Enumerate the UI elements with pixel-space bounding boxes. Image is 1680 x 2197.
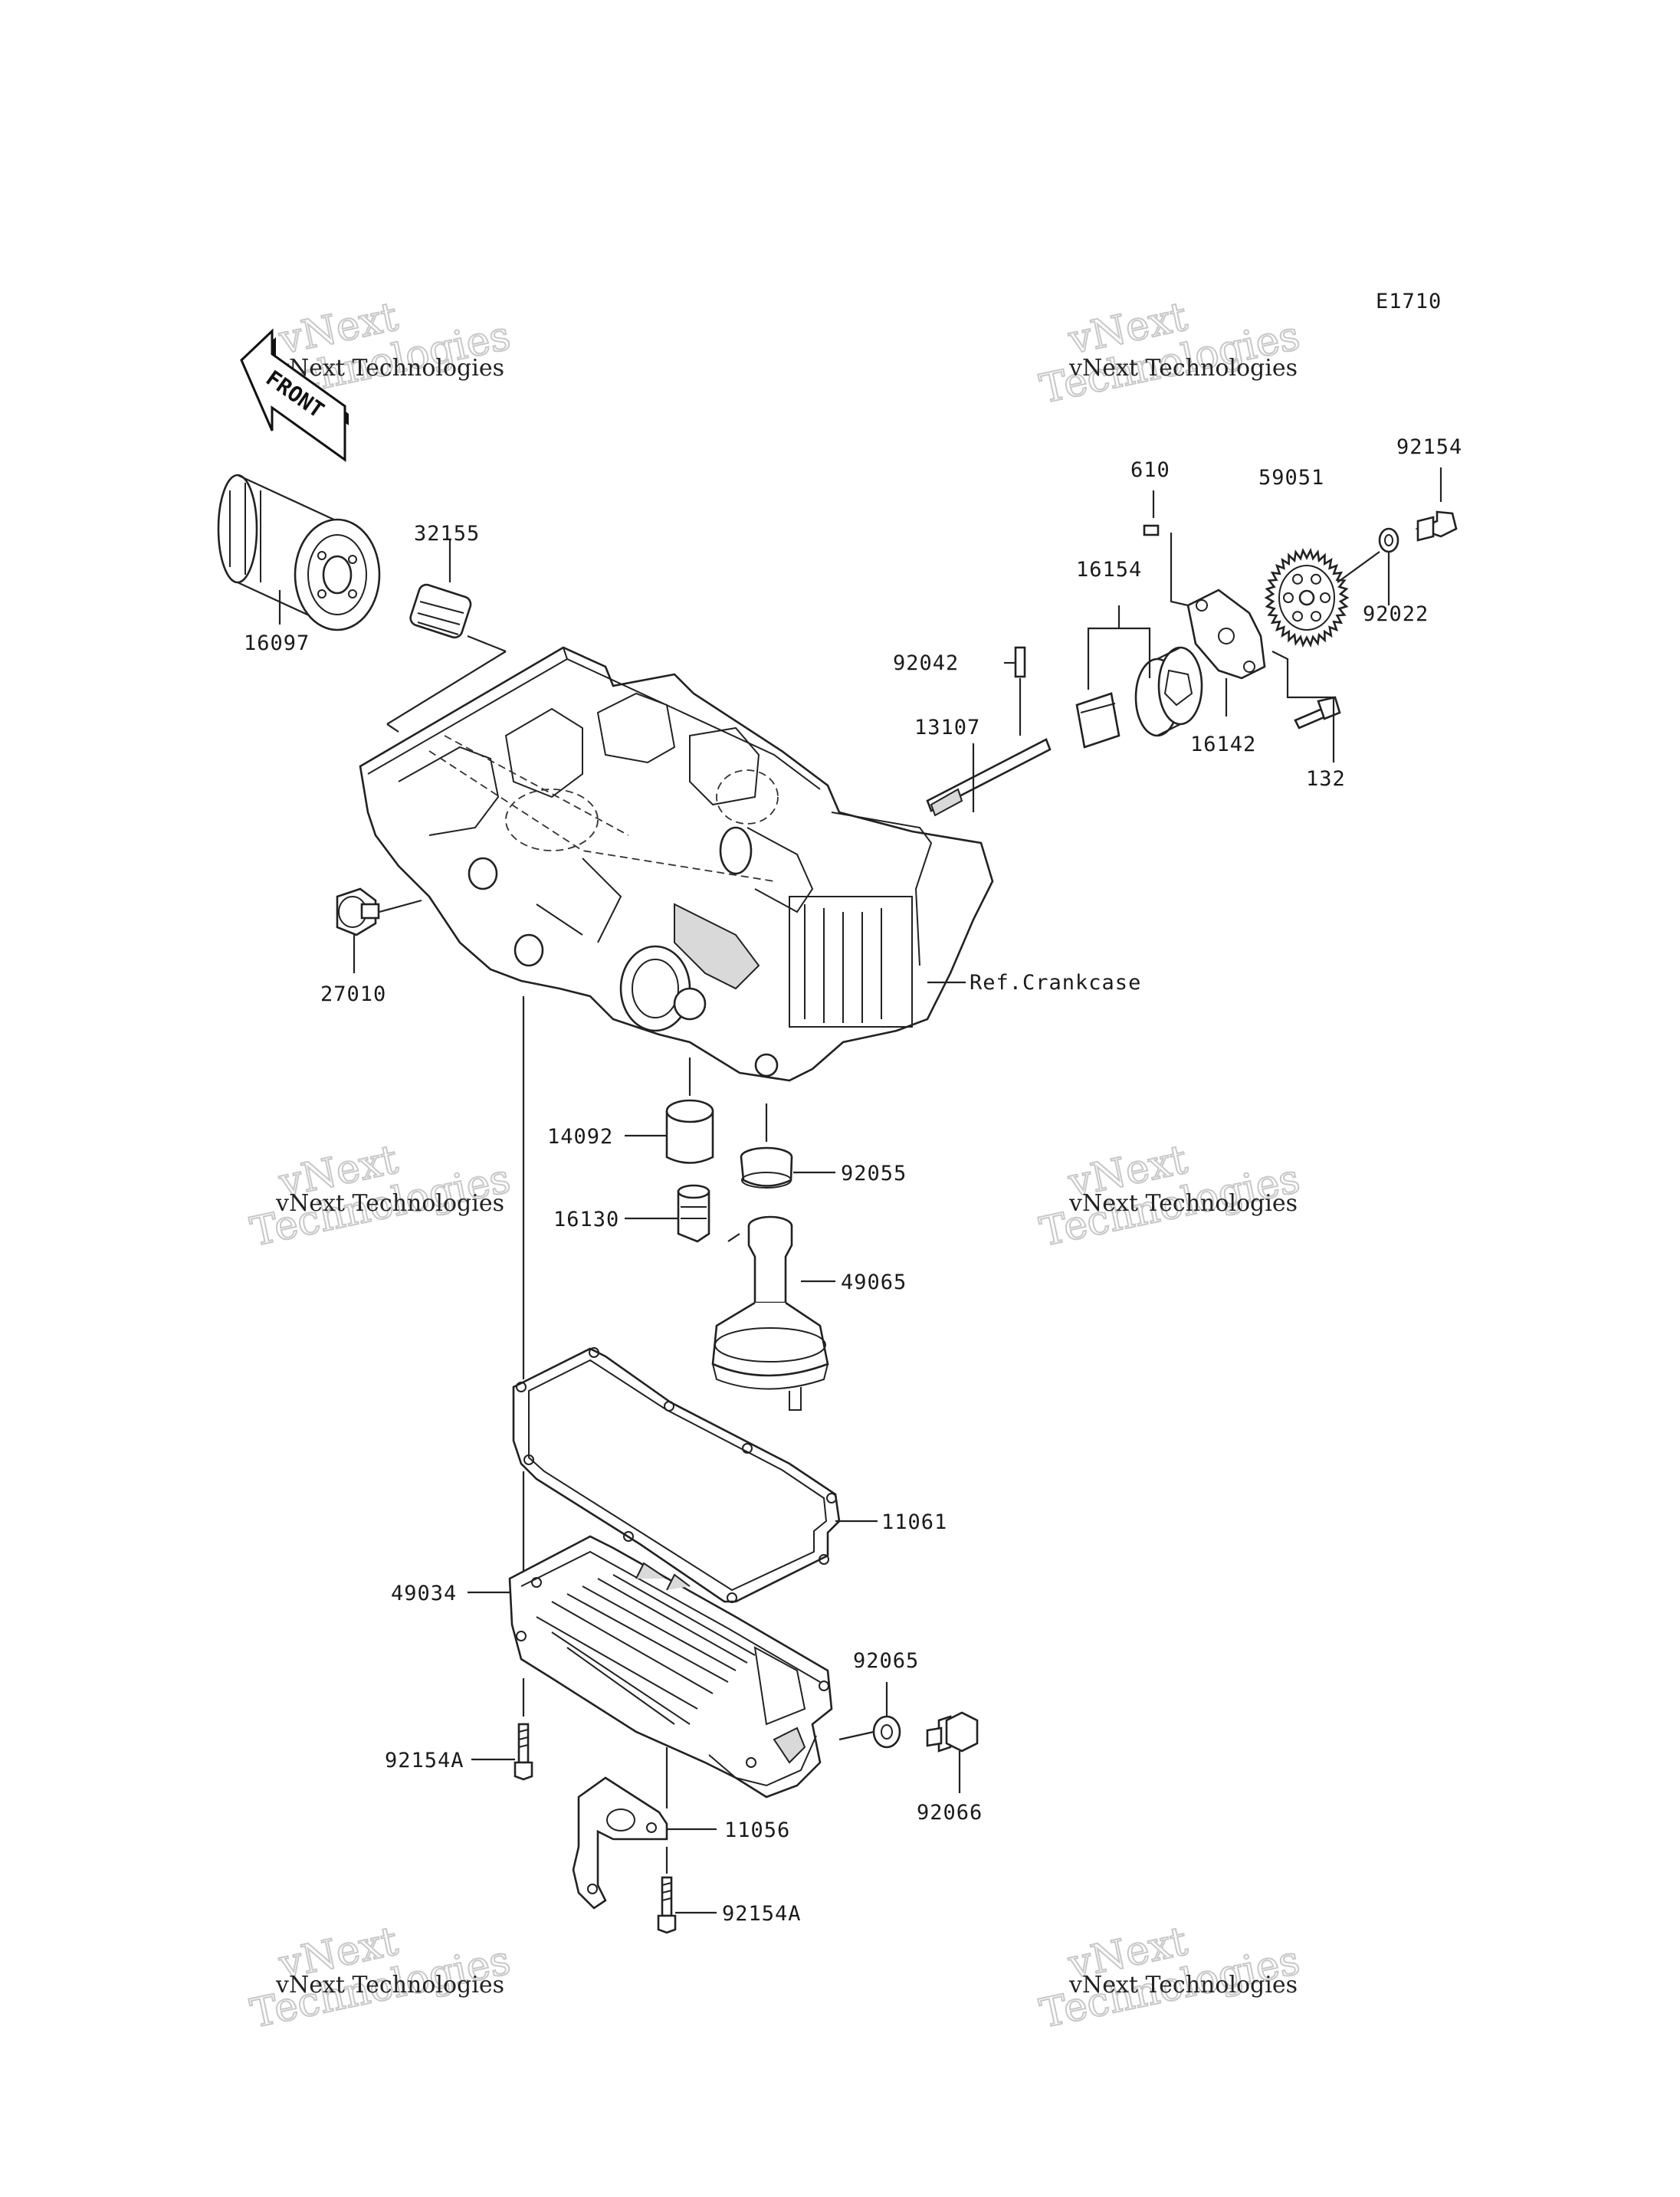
oil-pan-part <box>468 1535 874 1799</box>
part-label-92154A: 92154A <box>385 1749 464 1772</box>
washer-part <box>872 1682 901 1749</box>
part-label-92022: 92022 <box>1363 602 1429 626</box>
part-label-610: 610 <box>1130 458 1170 482</box>
part-labels: 16097 32155 27010 610 59051 92154 16154 … <box>244 435 1462 1926</box>
drain-plug-part <box>336 887 422 973</box>
part-label-16130: 16130 <box>553 1208 619 1231</box>
collar-part <box>625 1058 714 1164</box>
svg-text:vNext Technologies: vNext Technologies <box>275 355 504 382</box>
part-label-92065: 92065 <box>853 1649 919 1673</box>
part-label-92154A: 92154A <box>722 1902 802 1926</box>
bolt-part <box>1415 467 1458 542</box>
washer-part <box>1337 527 1399 605</box>
part-label-13107: 13107 <box>914 716 980 739</box>
oil-pump-gear-part <box>1264 547 1350 648</box>
oil-pump-rotor-part <box>1075 605 1203 749</box>
part-label-92154: 92154 <box>1396 435 1462 459</box>
part-label-59051: 59051 <box>1258 466 1324 490</box>
oil-filter-union-part <box>409 540 507 653</box>
svg-text:vNext Technologies: vNext Technologies <box>1068 1190 1298 1217</box>
part-label-92066: 92066 <box>917 1801 983 1825</box>
part-label-49065: 49065 <box>841 1271 907 1294</box>
oil-strainer-part <box>711 1215 835 1411</box>
part-label-16154: 16154 <box>1076 558 1142 582</box>
watermark: vNext Technologies vNext Technologies <box>1035 1917 1304 2038</box>
bracket-part <box>572 1747 717 1910</box>
oil-filter-part <box>217 474 381 631</box>
part-label-49034: 49034 <box>391 1582 457 1605</box>
part-label-14092: 14092 <box>547 1125 613 1149</box>
svg-text:vNext Technologies: vNext Technologies <box>1068 355 1298 382</box>
part-label-11056: 11056 <box>724 1818 790 1842</box>
svg-text:vNext Technologies: vNext Technologies <box>275 1190 504 1217</box>
svg-text:vNext Technologies: vNext Technologies <box>275 1972 504 1999</box>
bolt-part <box>1271 651 1341 762</box>
watermark: vNext Technologies vNext Technologies <box>246 1917 515 2038</box>
oil-pump-cover-part <box>1170 533 1266 716</box>
dowel-pin-part <box>1143 524 1160 536</box>
gasket-part <box>512 1347 878 1603</box>
front-arrow-icon: FRONT <box>240 328 349 462</box>
drain-bolt-part <box>926 1711 979 1793</box>
part-label-32155: 32155 <box>414 522 480 546</box>
part-label-92042: 92042 <box>893 651 959 675</box>
watermark: vNext Technologies vNext Technologies <box>1035 1136 1304 1256</box>
watermark: vNext Technologies vNext Technologies <box>246 1136 515 1256</box>
fitting-part <box>625 1184 710 1243</box>
part-label-92055: 92055 <box>841 1162 907 1185</box>
part-label-16097: 16097 <box>244 631 310 655</box>
crankcase-part: Ref.Crankcase <box>359 646 1141 1082</box>
o-ring-part <box>740 1103 835 1189</box>
svg-text:vNext Technologies: vNext Technologies <box>1068 1972 1298 1999</box>
watermark: vNext Technologies vNext Technologies <box>1035 293 1304 413</box>
oil-pump-shaft-part <box>926 738 1052 817</box>
ref-crankcase-label: Ref.Crankcase <box>970 971 1141 995</box>
part-label-132: 132 <box>1306 767 1346 791</box>
bolt-part <box>471 1678 533 1781</box>
bolt-part <box>657 1847 717 1934</box>
diagram-code: E1710 <box>1376 290 1442 313</box>
part-label-27010: 27010 <box>320 982 386 1006</box>
pin-part <box>1004 646 1026 736</box>
part-label-16142: 16142 <box>1190 733 1256 756</box>
part-label-11061: 11061 <box>881 1510 947 1534</box>
